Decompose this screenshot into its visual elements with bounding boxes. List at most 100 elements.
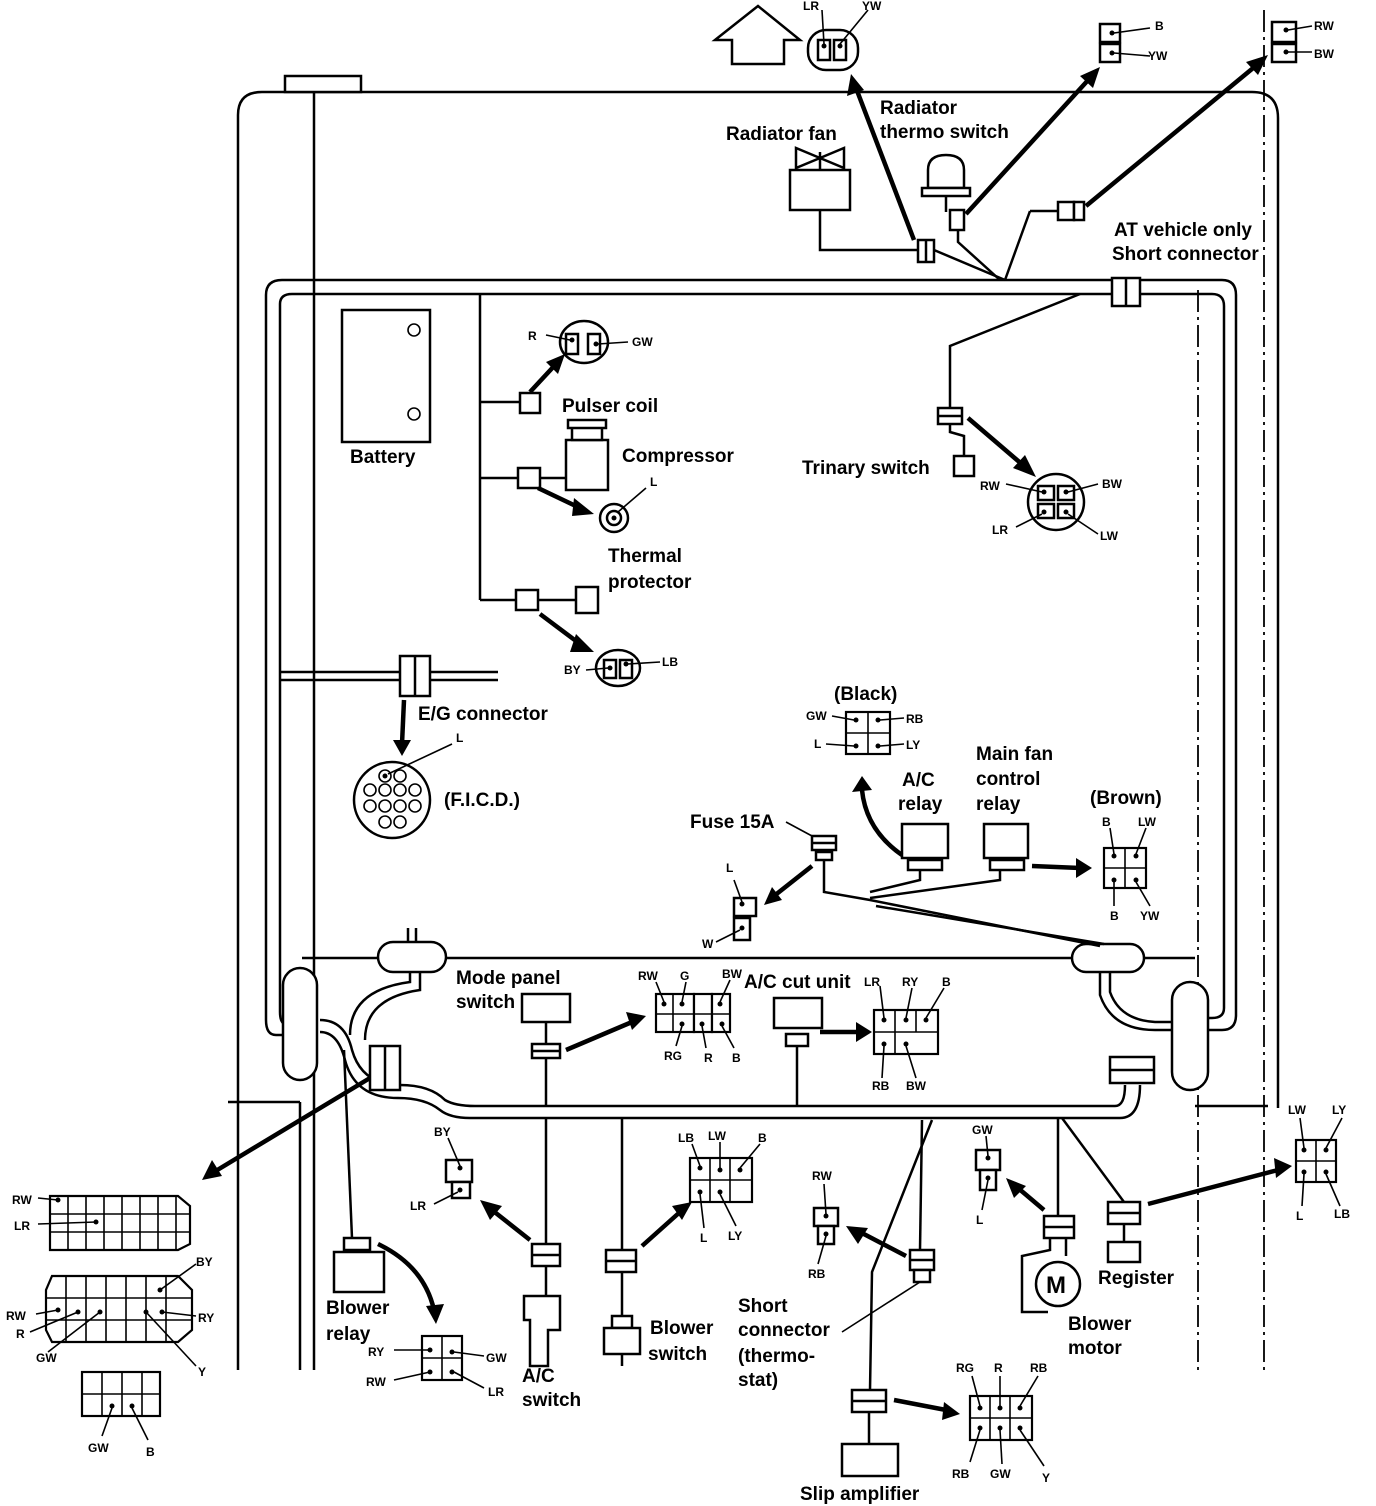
label-main-fan-1: Main fan bbox=[976, 744, 1053, 765]
pin-label: B bbox=[732, 1051, 741, 1065]
pin-label: L bbox=[700, 1231, 707, 1245]
battery bbox=[340, 308, 432, 444]
pin-label: LR bbox=[410, 1199, 426, 1213]
pin-label: LR bbox=[803, 0, 819, 13]
label-at-vehicle-only: AT vehicle only bbox=[1114, 220, 1252, 241]
blower-motor bbox=[974, 1118, 1082, 1314]
pin-labels: LR YW B YW RW BW R GW L RW BW LR LW BY L… bbox=[6, 0, 1350, 1485]
pin-label: RY bbox=[368, 1345, 384, 1359]
pin-label: YW bbox=[1148, 49, 1168, 63]
pin-label: B bbox=[758, 1131, 767, 1145]
pin-label: LW bbox=[1138, 815, 1157, 829]
pin-label: RY bbox=[902, 975, 918, 989]
pin-label: RG bbox=[956, 1361, 974, 1375]
pin-label: B bbox=[942, 975, 951, 989]
pin-label: BY bbox=[196, 1255, 213, 1269]
label-trinary-switch: Trinary switch bbox=[802, 458, 930, 479]
label-main-fan-3: relay bbox=[976, 794, 1021, 815]
radiator-thermo-switch bbox=[920, 22, 1151, 281]
compressor bbox=[480, 418, 647, 534]
pin-label: RB bbox=[1030, 1361, 1048, 1375]
label-thermostat-1: Short bbox=[738, 1296, 788, 1317]
pulser-coil bbox=[478, 294, 629, 600]
pin-label: YW bbox=[1140, 909, 1160, 923]
pin-label: BY bbox=[434, 1125, 451, 1139]
short-connector-top bbox=[1003, 20, 1313, 308]
pin-label: LW bbox=[1100, 529, 1119, 543]
pin-label: G bbox=[680, 969, 689, 983]
label-short-connector-top: Short connector bbox=[1112, 244, 1259, 265]
pin-label: L bbox=[1296, 1209, 1303, 1223]
pin-label: B bbox=[1102, 815, 1111, 829]
label-ac-switch-1: A/C bbox=[522, 1366, 555, 1387]
pin-label: GW bbox=[972, 1123, 993, 1137]
label-thermostat-2: connector bbox=[738, 1320, 830, 1341]
pin-label: BW bbox=[906, 1079, 927, 1093]
pin-label: LB bbox=[1334, 1207, 1350, 1221]
fuse-15a bbox=[715, 821, 1105, 948]
pin-label: RW bbox=[812, 1169, 832, 1183]
pin-label: LR bbox=[14, 1219, 30, 1233]
pin-label: RG bbox=[664, 1049, 682, 1063]
label-thermal-1: Thermal bbox=[608, 546, 682, 567]
pin-label: BY bbox=[564, 663, 581, 677]
label-eg-connector: E/G connector bbox=[418, 704, 548, 725]
label-mode-panel-2: switch bbox=[456, 992, 515, 1013]
label-ac-cut-unit: A/C cut unit bbox=[744, 972, 851, 993]
pin-label: RY bbox=[198, 1311, 214, 1325]
label-compressor: Compressor bbox=[622, 446, 735, 467]
pin-label: RW bbox=[980, 479, 1000, 493]
pin-label: R bbox=[994, 1361, 1003, 1375]
label-radiator-thermo-1: Radiator bbox=[880, 98, 958, 119]
pin-label: BW bbox=[722, 967, 743, 981]
pin-label: W bbox=[702, 937, 714, 951]
label-thermostat-4: stat) bbox=[738, 1370, 778, 1391]
label-blower-switch-2: switch bbox=[648, 1344, 707, 1365]
pin-label: L bbox=[976, 1213, 983, 1227]
pin-label: B bbox=[1155, 19, 1164, 33]
label-ficd: (F.I.C.D.) bbox=[444, 790, 520, 811]
vehicle-outline bbox=[228, 4, 1280, 1370]
slip-amplifier bbox=[840, 1119, 1045, 1478]
compressor-connector bbox=[480, 585, 661, 688]
label-brown: (Brown) bbox=[1090, 788, 1162, 809]
label-thermal-2: protector bbox=[608, 572, 692, 593]
register bbox=[1060, 1117, 1343, 1264]
label-radiator-fan: Radiator fan bbox=[726, 124, 837, 145]
motor-symbol: M bbox=[1046, 1272, 1066, 1299]
label-blower-motor-1: Blower bbox=[1068, 1314, 1132, 1335]
pin-label: RB bbox=[952, 1467, 970, 1481]
pin-label: L bbox=[650, 475, 657, 489]
label-battery: Battery bbox=[350, 447, 416, 468]
radiator-fan bbox=[788, 9, 1006, 282]
ac-cut-unit bbox=[772, 985, 945, 1106]
label-radiator-thermo-2: thermo switch bbox=[880, 122, 1009, 143]
pin-label: RW bbox=[6, 1309, 26, 1323]
pin-label: L bbox=[456, 731, 463, 745]
main-harness bbox=[264, 278, 1238, 1120]
pin-label: RW bbox=[1314, 19, 1334, 33]
pin-label: GW bbox=[632, 335, 653, 349]
label-blower-switch-1: Blower bbox=[650, 1318, 714, 1339]
pin-label: LR bbox=[864, 975, 880, 989]
pin-label: GW bbox=[990, 1467, 1011, 1481]
pin-label: LY bbox=[906, 738, 920, 752]
pin-label: B bbox=[146, 1445, 155, 1459]
pin-label: LY bbox=[1332, 1103, 1346, 1117]
pin-label: LW bbox=[1288, 1103, 1307, 1117]
pin-label: RW bbox=[12, 1193, 32, 1207]
label-ac-relay-1: A/C bbox=[902, 770, 935, 791]
ac-switch bbox=[433, 1118, 562, 1368]
main-fan-control-relay bbox=[982, 822, 1151, 907]
pin-label: Y bbox=[198, 1365, 206, 1379]
pin-label: BW bbox=[1102, 477, 1123, 491]
pin-label: LB bbox=[678, 1131, 694, 1145]
ac-relay bbox=[825, 710, 950, 872]
label-ac-relay-2: relay bbox=[898, 794, 943, 815]
blower-switch bbox=[602, 1118, 761, 1366]
label-thermostat-3: (thermo- bbox=[738, 1346, 815, 1367]
pin-label: LR bbox=[488, 1385, 504, 1399]
pin-label: Y bbox=[1042, 1471, 1050, 1485]
blower-relay bbox=[332, 1049, 485, 1389]
